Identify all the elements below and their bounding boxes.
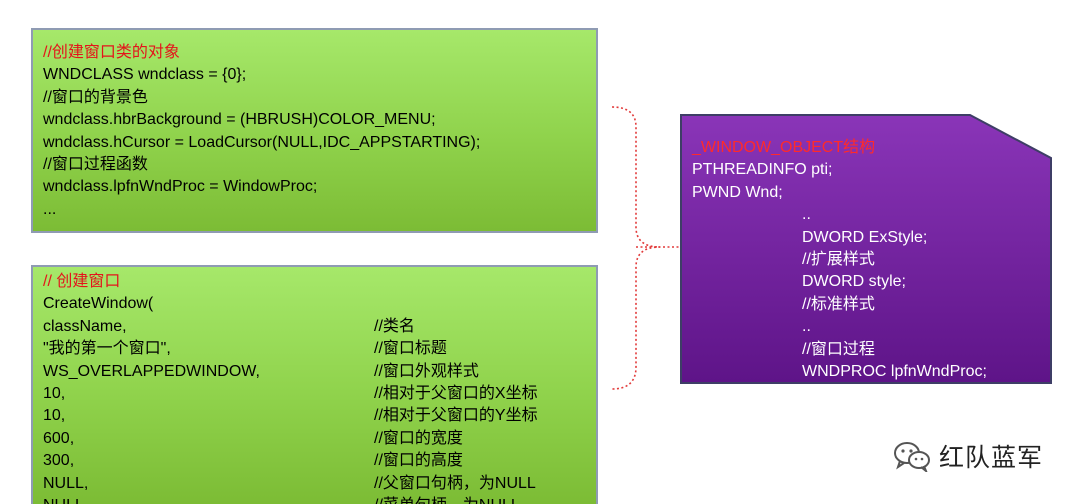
code-line: wndclass.hCursor = LoadCursor(NULL,IDC_A… <box>43 133 481 151</box>
brace-connector-path <box>611 106 661 390</box>
struct-field: DWORD ExStyle; <box>802 228 928 246</box>
brace-connector <box>611 106 680 390</box>
param-comment: //窗口外观样式 <box>374 362 479 380</box>
param-code: className, <box>43 317 127 335</box>
param-code: 300, <box>43 452 75 470</box>
param-code: 10, <box>43 384 66 402</box>
param-code: 600, <box>43 429 75 447</box>
createwindow-title: // 创建窗口 <box>43 273 121 290</box>
param-comment: //相对于父窗口的X坐标 <box>374 384 538 402</box>
param-code: NULL, <box>43 495 374 504</box>
struct-field: PWND Wnd; <box>692 183 783 201</box>
code-line-comment: //窗口过程函数 <box>43 155 148 173</box>
watermark: 红队蓝军 <box>893 436 1043 476</box>
struct-field: DWORD style; <box>802 273 906 291</box>
createwindow-call: CreateWindow( <box>43 295 154 313</box>
code-line: wndclass.hbrBackground = (HBRUSH)COLOR_M… <box>43 111 436 129</box>
param-row: WS_OVERLAPPEDWINDOW, //窗口外观样式 <box>43 361 586 383</box>
code-line-ellipsis: ... <box>43 200 57 218</box>
param-comment: //窗口的高度 <box>374 452 463 470</box>
param-comment: //相对于父窗口的Y坐标 <box>374 407 538 425</box>
struct-field: PTHREADINFO pti; <box>692 161 833 179</box>
struct-field: //窗口过程 <box>802 340 875 358</box>
code-line: WNDCLASS wndclass = {0}; <box>43 66 247 84</box>
createwindow-code-box: // 创建窗口 CreateWindow( className, //类名 "我的… <box>31 265 598 504</box>
struct-field: //扩展样式 <box>802 250 875 268</box>
param-code: WS_OVERLAPPEDWINDOW, <box>43 362 260 380</box>
code-line: wndclass.lpfnWndProc = WindowProc; <box>43 178 318 196</box>
param-row: className, //类名 <box>43 316 586 338</box>
param-comment: //类名 <box>374 317 415 335</box>
param-row: 10, //相对于父窗口的Y坐标 <box>43 405 586 427</box>
param-comment: //父窗口句柄，为NULL <box>374 474 536 492</box>
wndclass-code-box: //创建窗口类的对象 WNDCLASS wndclass = {0}; //窗口… <box>31 28 598 233</box>
watermark-text: 红队蓝军 <box>939 444 1044 472</box>
struct-field: WNDPROC lpfnWndProc; <box>802 362 987 380</box>
code-line-comment: //窗口的背景色 <box>43 88 148 106</box>
param-row: NULL,//菜单句柄，为NULL <box>43 495 586 504</box>
param-code: "我的第一个窗口", <box>43 340 171 358</box>
param-comment: //窗口的宽度 <box>374 429 463 447</box>
param-row: "我的第一个窗口", //窗口标题 <box>43 338 586 360</box>
param-comment: //菜单句柄，为NULL <box>374 495 586 504</box>
code-line-comment: //创建窗口类的对象 <box>43 44 180 61</box>
param-row: 600, //窗口的宽度 <box>43 428 586 450</box>
param-row: 10, //相对于父窗口的X坐标 <box>43 383 586 405</box>
param-code: NULL, <box>43 474 89 492</box>
window-object-struct: _WINDOW_OBJECT结构 PTHREADINFO pti; PWND W… <box>692 137 1042 383</box>
struct-title: _WINDOW_OBJECT结构 <box>692 139 876 156</box>
wechat-icon <box>894 442 930 472</box>
param-code: 10, <box>43 407 66 425</box>
struct-field: .. <box>802 206 811 224</box>
param-row: NULL, //父窗口句柄，为NULL <box>43 473 586 495</box>
struct-field: //标准样式 <box>802 295 875 313</box>
param-comment: //窗口标题 <box>374 340 447 358</box>
struct-field: .. <box>802 318 811 336</box>
param-row: 300, //窗口的高度 <box>43 450 586 472</box>
window-object-shape <box>680 114 1052 384</box>
